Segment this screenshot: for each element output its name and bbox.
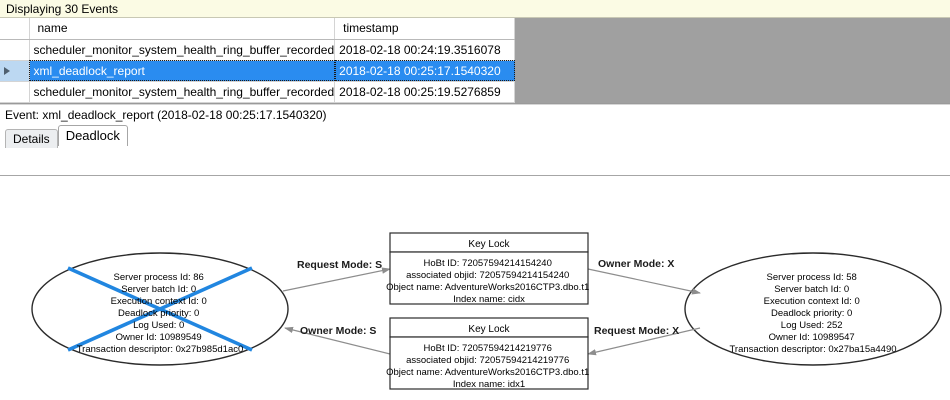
edge-left-request-s: Request Mode: S xyxy=(282,259,391,292)
process-right-line-2: Execution context Id: 0 xyxy=(764,296,860,307)
cell-name[interactable]: scheduler_monitor_system_health_ring_buf… xyxy=(29,81,336,103)
event-detail-title: Event: xml_deadlock_report (2018-02-18 0… xyxy=(5,108,327,122)
table-row[interactable]: xml_deadlock_report 2018-02-18 00:25:17.… xyxy=(0,60,516,82)
process-right-line-5: Owner Id: 10989547 xyxy=(769,332,855,343)
cell-timestamp[interactable]: 2018-02-18 00:25:19.5276859 xyxy=(334,81,516,103)
process-ellipse-right[interactable] xyxy=(684,252,942,366)
edge-left-owner-s: Owner Mode: S xyxy=(284,325,391,355)
table-row[interactable]: scheduler_monitor_system_health_ring_buf… xyxy=(0,39,516,61)
edge-left-request-s-label: Request Mode: S xyxy=(297,259,382,271)
keylock-top-line-3: Index name: cidx xyxy=(453,294,525,305)
edge-right-request-x: Request Mode: X xyxy=(587,325,701,356)
process-left-line-3: Deadlock priority: 0 xyxy=(118,308,199,319)
keylock-top-line-2: Object name: AdventureWorks2016CTP3.dbo.… xyxy=(386,282,589,293)
events-grid[interactable]: name timestamp scheduler_monitor_system_… xyxy=(0,18,516,103)
edge-left-owner-s-label: Owner Mode: S xyxy=(300,325,376,337)
process-left-line-0: Server process Id: 86 xyxy=(114,272,204,283)
process-left-line-2: Execution context Id: 0 xyxy=(111,296,207,307)
keylock-top-line-1: associated objid: 72057594214154240 xyxy=(406,270,569,281)
keylock-bottom-title: Key Lock xyxy=(468,324,510,335)
process-right-line-1: Server batch Id: 0 xyxy=(774,284,849,295)
table-row[interactable]: scheduler_monitor_system_health_ring_buf… xyxy=(0,81,516,103)
event-detail-header: Event: xml_deadlock_report (2018-02-18 0… xyxy=(0,104,950,125)
deadlock-graph-canvas[interactable]: Server process Id: 86 Server batch Id: 0… xyxy=(0,175,950,400)
cell-name[interactable]: xml_deadlock_report xyxy=(29,60,336,82)
cell-timestamp[interactable]: 2018-02-18 00:25:17.1540320 xyxy=(334,60,516,82)
events-count-banner: Displaying 30 Events xyxy=(0,0,950,18)
keylock-top-lines: HoBt ID: 72057594214154240 associated ob… xyxy=(386,258,592,305)
column-header-timestamp[interactable]: timestamp xyxy=(334,18,516,40)
row-selector-cell[interactable] xyxy=(0,60,30,82)
process-node-right[interactable]: Server process Id: 58 Server batch Id: 0… xyxy=(684,252,942,366)
process-right-line-6: Transaction descriptor: 0x27ba15a4490 xyxy=(729,344,896,355)
process-node-left[interactable]: Server process Id: 86 Server batch Id: 0… xyxy=(31,252,289,366)
deadlock-graph-svg[interactable]: Server process Id: 86 Server batch Id: 0… xyxy=(0,176,950,400)
keylock-bottom-line-0: HoBt ID: 72057594214219776 xyxy=(424,343,552,354)
events-count-label: Displaying 30 Events xyxy=(6,1,119,16)
keylock-bottom-line-3: Index name: idx1 xyxy=(453,379,525,390)
process-left-line-4: Log Used: 0 xyxy=(133,320,184,331)
column-header-selector xyxy=(0,18,30,40)
keylock-bottom-lines: HoBt ID: 72057594214219776 associated ob… xyxy=(386,343,592,390)
edge-right-request-x-label: Request Mode: X xyxy=(594,325,679,337)
keylock-top-body-box xyxy=(389,251,589,305)
row-selector-cell[interactable] xyxy=(0,81,30,103)
tab-details[interactable]: Details xyxy=(5,129,58,148)
cell-name[interactable]: scheduler_monitor_system_health_ring_buf… xyxy=(29,39,336,61)
process-left-line-5: Owner Id: 10989549 xyxy=(116,332,202,343)
process-left-line-1: Server batch Id: 0 xyxy=(121,284,196,295)
process-right-line-3: Deadlock priority: 0 xyxy=(771,308,852,319)
keylock-top-title: Key Lock xyxy=(468,239,510,250)
column-header-name[interactable]: name xyxy=(29,18,336,40)
keylock-top-line-0: HoBt ID: 72057594214154240 xyxy=(424,258,552,269)
keylock-bottom-line-1: associated objid: 72057594214219776 xyxy=(406,355,569,366)
events-grid-container[interactable]: name timestamp scheduler_monitor_system_… xyxy=(0,18,950,104)
cell-timestamp[interactable]: 2018-02-18 00:24:19.3516078 xyxy=(334,39,516,61)
resource-node-keylock-top[interactable]: Key Lock HoBt ID: 72057594214154240 asso… xyxy=(386,232,592,305)
events-grid-header-row: name timestamp xyxy=(0,18,516,40)
keylock-bottom-line-2: Object name: AdventureWorks2016CTP3.dbo.… xyxy=(386,367,589,378)
process-right-line-0: Server process Id: 58 xyxy=(767,272,857,283)
process-left-lines: Server process Id: 86 Server batch Id: 0… xyxy=(77,272,244,355)
row-selector-arrow-icon xyxy=(4,66,10,75)
row-selector-cell[interactable] xyxy=(0,39,30,61)
edge-right-owner-x-label: Owner Mode: X xyxy=(598,258,674,270)
process-right-lines: Server process Id: 58 Server batch Id: 0… xyxy=(729,272,896,355)
keylock-bottom-body-box xyxy=(389,336,589,390)
deadlock-victim-cross-icon xyxy=(67,266,253,352)
edge-right-owner-x: Owner Mode: X xyxy=(587,258,701,295)
resource-node-keylock-bottom[interactable]: Key Lock HoBt ID: 72057594214219776 asso… xyxy=(386,317,592,390)
process-left-line-6: Transaction descriptor: 0x27b985d1ac0 xyxy=(77,344,244,355)
process-right-line-4: Log Used: 252 xyxy=(781,320,843,331)
tab-deadlock[interactable]: Deadlock xyxy=(57,125,128,146)
